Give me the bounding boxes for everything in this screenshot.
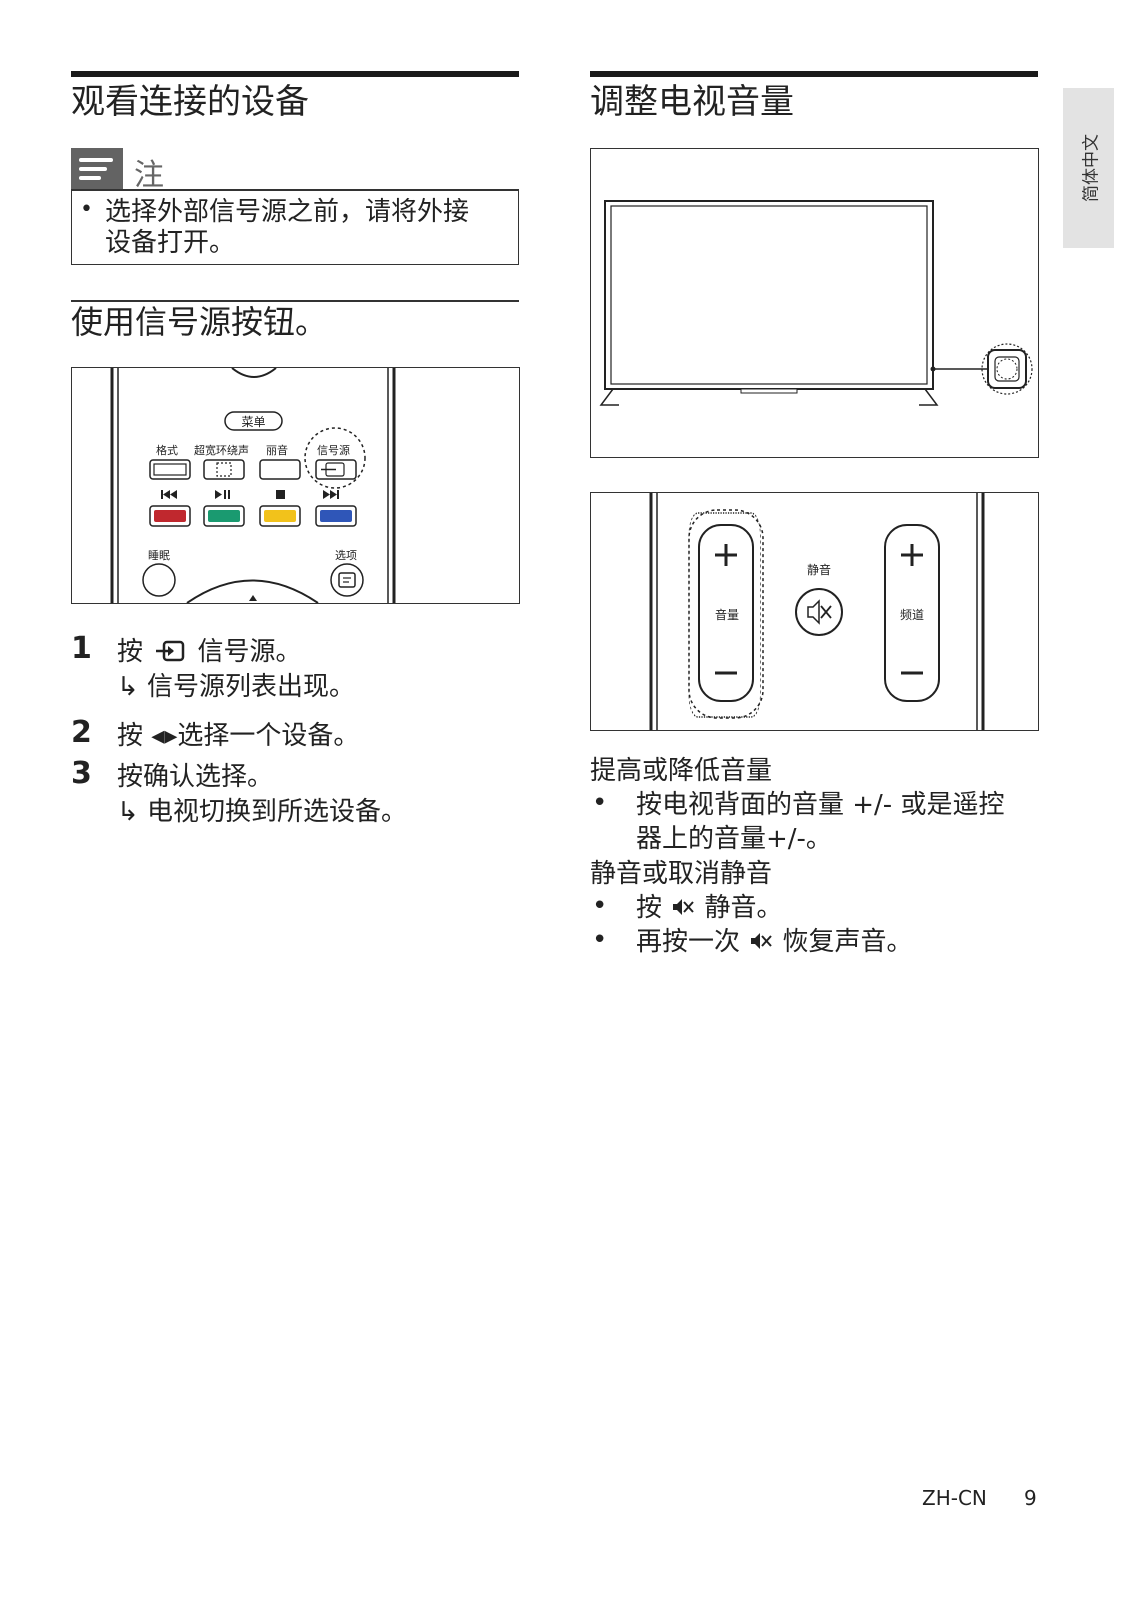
volume-instruction-line-1: 按电视背面的音量 +/- 或是遥控 (636, 790, 1005, 820)
right-page-title: 调整电视音量 (590, 82, 794, 122)
result-arrow-icon: ↳ (117, 797, 139, 827)
note-box: • 选择外部信号源之前，请将外接 设备打开。 (71, 189, 519, 265)
step-1-result: ↳信号源列表出现。 (117, 672, 356, 702)
step-3-text: 按确认选择。 (117, 762, 274, 792)
bullet: • (592, 925, 608, 955)
panel-mute-label: 静音 (807, 563, 832, 577)
step-1-number: 1 (71, 631, 92, 666)
result-arrow-icon: ↳ (117, 672, 139, 702)
mute-instruction-2: 再按一次 恢复声音。 (636, 927, 913, 957)
step-2-text: 按 ◂▸选择一个设备。 (117, 721, 360, 751)
right-title-rule (590, 71, 1038, 77)
remote-picture-label: 丽音 (266, 444, 288, 457)
remote-surround-label: 超宽环绕声 (194, 444, 249, 457)
mute-instruction-1: 按 静音。 (636, 893, 783, 923)
section-volume-title: 提高或降低音量 (590, 756, 773, 786)
page-number: 9 (1024, 1486, 1037, 1510)
step-3-result: ↳电视切换到所选设备。 (117, 797, 408, 827)
remote-source-label: 信号源 (317, 444, 350, 457)
subtitle-rule (71, 300, 519, 302)
footer-locale: ZH-CN (922, 1486, 987, 1510)
note-line-2: 设备打开。 (105, 228, 236, 258)
tv-side-panel-figure: 静音 音量 频道 (590, 492, 1039, 731)
remote-menu-label: 菜单 (241, 415, 266, 429)
bullet: • (592, 788, 608, 818)
left-title-rule (71, 71, 519, 77)
language-tab: 简体中文 (1063, 88, 1114, 248)
panel-volume-label: 音量 (715, 608, 740, 622)
bullet: • (592, 891, 608, 921)
source-button-subtitle: 使用信号源按钮。 (71, 303, 328, 341)
remote-control-figure: 菜单 格式 超宽环绕声 丽音 信号源 睡眠 选项 (71, 367, 520, 604)
volume-instruction-line-2: 器上的音量+/-。 (636, 824, 832, 854)
language-tab-label: 简体中文 (1081, 134, 1101, 202)
note-label: 注 (134, 158, 164, 193)
section-mute-title: 静音或取消静音 (590, 859, 773, 889)
mute-icon (673, 899, 695, 915)
remote-format-label: 格式 (156, 444, 178, 457)
remote-options-label: 选项 (335, 549, 357, 562)
note-bullet: • (80, 197, 93, 222)
tv-figure (590, 148, 1039, 458)
step-1-text: 按 信号源。 (117, 637, 302, 667)
note-icon (71, 148, 123, 190)
left-page-title: 观看连接的设备 (71, 82, 309, 122)
source-icon (156, 640, 185, 662)
step-3-number: 3 (71, 756, 92, 791)
note-line-1: 选择外部信号源之前，请将外接 (105, 197, 470, 227)
remote-sleep-label: 睡眠 (148, 549, 170, 562)
step-2-number: 2 (71, 715, 92, 750)
mute-icon (751, 933, 773, 949)
panel-channel-label: 频道 (900, 608, 925, 622)
